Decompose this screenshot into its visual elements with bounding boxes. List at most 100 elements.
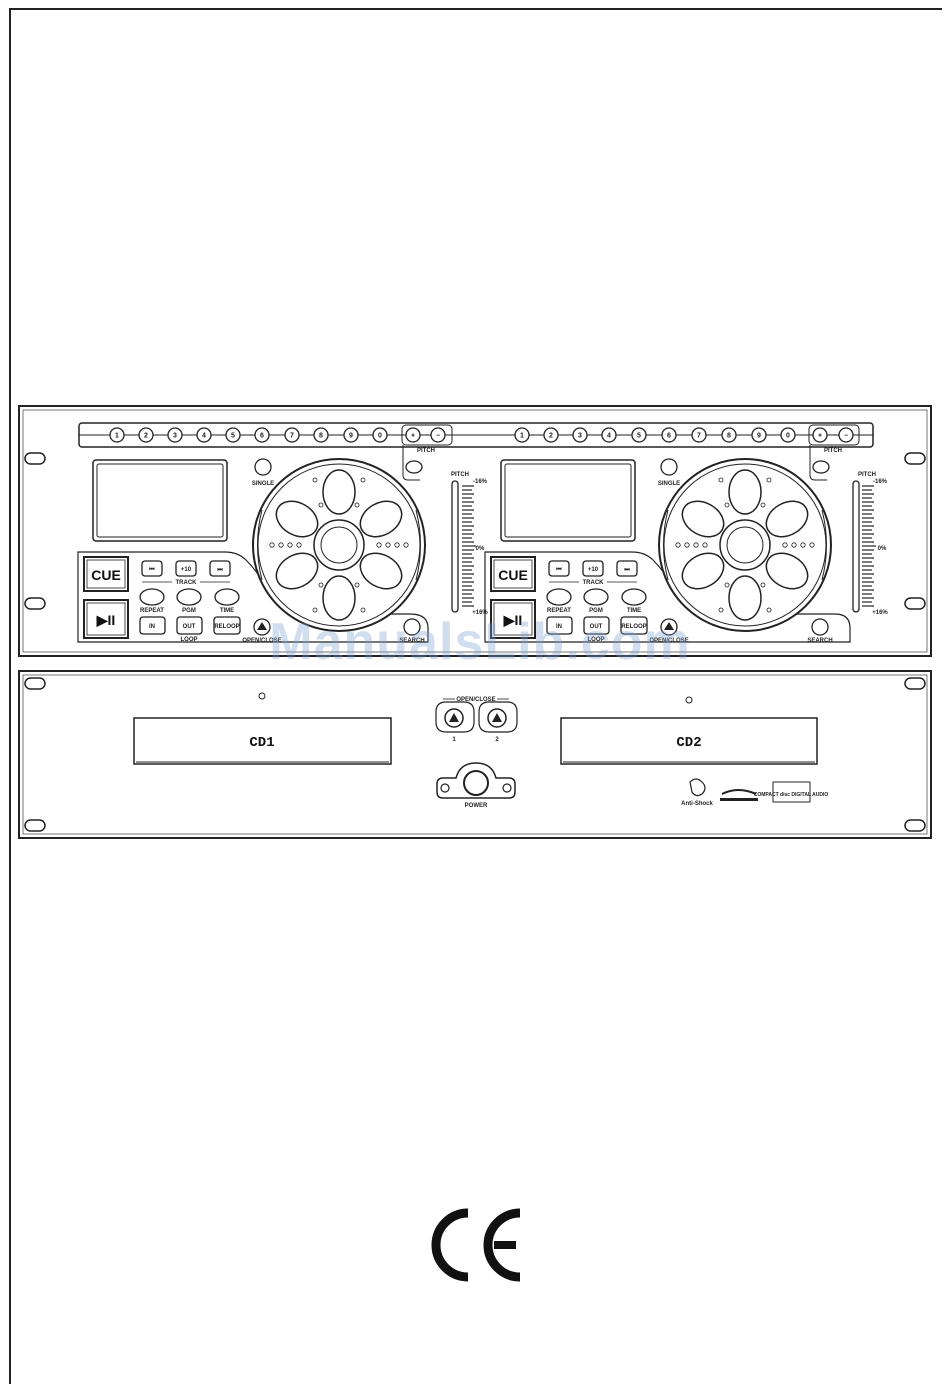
eject-button-2 xyxy=(487,708,507,728)
track-button-2: 2 xyxy=(138,427,154,443)
svg-text:PGM: PGM xyxy=(182,608,196,614)
track-button-8: 8 xyxy=(313,427,329,443)
cue-button: CUE xyxy=(83,556,129,592)
track-button-2: 2 xyxy=(543,427,559,443)
mid-logo xyxy=(720,789,758,801)
time-button xyxy=(214,588,240,606)
svg-text:OPEN/CLOSE: OPEN/CLOSE xyxy=(649,638,688,644)
pitch-bend-buttons: + − PITCH xyxy=(808,424,860,454)
track-button-1: 1 xyxy=(109,427,125,443)
svg-text:7: 7 xyxy=(290,433,294,440)
next-track-button xyxy=(209,560,231,577)
jog-wheel xyxy=(658,458,832,632)
svg-text:+16%: +16% xyxy=(472,610,488,616)
play-pause-button: ▶II xyxy=(83,599,129,639)
pitch-plus-button: + xyxy=(812,427,828,443)
svg-text:+: + xyxy=(818,433,822,440)
pitch-slider: PITCH -16% 0% +16% xyxy=(852,472,888,616)
rack-hole xyxy=(24,677,46,690)
pgm-button xyxy=(583,588,609,606)
svg-text:SEARCH: SEARCH xyxy=(399,638,424,644)
cd1-tray: CD1 xyxy=(133,717,392,765)
svg-text:SEARCH: SEARCH xyxy=(807,638,832,644)
pitch-slider: PITCH -16% 0% +16% xyxy=(451,472,488,616)
svg-text:REPEAT: REPEAT xyxy=(140,608,164,614)
tray1-led xyxy=(258,692,266,700)
svg-text:PITCH: PITCH xyxy=(858,472,876,478)
page-border xyxy=(9,8,942,1384)
rack-hole xyxy=(904,597,926,610)
svg-text:REPEAT: REPEAT xyxy=(547,608,571,614)
track-button-0: 0 xyxy=(372,427,388,443)
rack-hole xyxy=(24,597,46,610)
svg-text:8: 8 xyxy=(319,433,323,440)
svg-text:OPEN/CLOSE: OPEN/CLOSE xyxy=(456,697,495,703)
compact-disc-logo: COMPACT disc DIGITAL AUDIO xyxy=(754,781,829,803)
svg-text:PITCH: PITCH xyxy=(451,472,469,478)
reloop-button xyxy=(213,616,241,635)
lcd-display xyxy=(500,459,636,542)
track-skip-buttons: ⏮ +10 ⏭ TRACK xyxy=(141,560,231,586)
track-button-5: 5 xyxy=(225,427,241,443)
track-number-buttons: 1 2 3 4 5 6 7 8 9 0 xyxy=(514,427,796,443)
svg-text:4: 4 xyxy=(607,433,611,440)
loop-out-button xyxy=(176,616,203,635)
next-track-button xyxy=(616,560,638,577)
svg-text:COMPACT disc DIGITAL AUDIO: COMPACT disc DIGITAL AUDIO xyxy=(754,792,829,798)
track-button-4: 4 xyxy=(601,427,617,443)
svg-text:SINGLE: SINGLE xyxy=(658,481,680,487)
drive-unit: CD1 CD2 OPEN/CLOSE 1 2 POWER Anti-Sho xyxy=(18,670,932,839)
track-button-7: 7 xyxy=(284,427,300,443)
memo-button xyxy=(405,460,423,474)
svg-text:5: 5 xyxy=(637,433,641,440)
tray2-led xyxy=(685,696,693,704)
single-button: SINGLE xyxy=(658,458,680,487)
svg-text:−: − xyxy=(844,433,848,440)
track-button-6: 6 xyxy=(254,427,270,443)
svg-text:8: 8 xyxy=(727,433,731,440)
repeat-button xyxy=(139,588,165,606)
loop-in-button xyxy=(139,616,166,635)
pitch-minus-button: − xyxy=(430,427,446,443)
svg-text:TIME: TIME xyxy=(627,608,641,614)
plus10-button xyxy=(582,560,604,577)
svg-text:CUE: CUE xyxy=(91,567,121,583)
svg-text:▶II: ▶II xyxy=(96,612,116,628)
svg-text:6: 6 xyxy=(260,433,264,440)
pitch-plus-button: + xyxy=(405,427,421,443)
watermark: ManualsLib.com xyxy=(269,613,691,671)
memo-button xyxy=(812,460,830,474)
svg-text:2: 2 xyxy=(549,433,553,440)
track-number-buttons: 1 2 3 4 5 6 7 8 9 0 xyxy=(109,427,388,443)
open-close-button: OPEN/CLOSE xyxy=(649,618,689,644)
svg-text:PITCH: PITCH xyxy=(417,448,435,454)
rack-hole xyxy=(904,452,926,465)
player-left: 1 2 3 4 5 6 7 8 9 0 + − PITCH SINGLE CUE xyxy=(77,424,488,644)
track-button-3: 3 xyxy=(572,427,588,443)
svg-text:⏭: ⏭ xyxy=(217,567,223,573)
svg-text:-16%: -16% xyxy=(473,479,488,485)
rack-hole xyxy=(904,819,926,832)
svg-text:+10: +10 xyxy=(181,567,192,573)
loop-in-button xyxy=(546,616,573,635)
search-button: SEARCH xyxy=(399,618,425,644)
svg-text:−: − xyxy=(436,433,440,440)
svg-text:IN: IN xyxy=(149,624,155,630)
player-right: 1 2 3 4 5 6 7 8 9 0 + − PITCH SINGLE CUE… xyxy=(484,424,888,644)
svg-text:LOOP: LOOP xyxy=(180,637,197,643)
rack-hole xyxy=(24,819,46,832)
eject-buttons: OPEN/CLOSE 1 2 xyxy=(435,697,518,743)
svg-text:POWER: POWER xyxy=(465,803,488,809)
svg-text:5: 5 xyxy=(231,433,235,440)
svg-text:TIME: TIME xyxy=(220,608,234,614)
track-button-9: 9 xyxy=(751,427,767,443)
pgm-button xyxy=(176,588,202,606)
repeat-button xyxy=(546,588,572,606)
time-button xyxy=(621,588,647,606)
track-button-0: 0 xyxy=(780,427,796,443)
prev-track-button xyxy=(141,560,163,577)
track-button-8: 8 xyxy=(721,427,737,443)
svg-text:1: 1 xyxy=(520,433,524,440)
ce-mark xyxy=(424,1205,528,1285)
